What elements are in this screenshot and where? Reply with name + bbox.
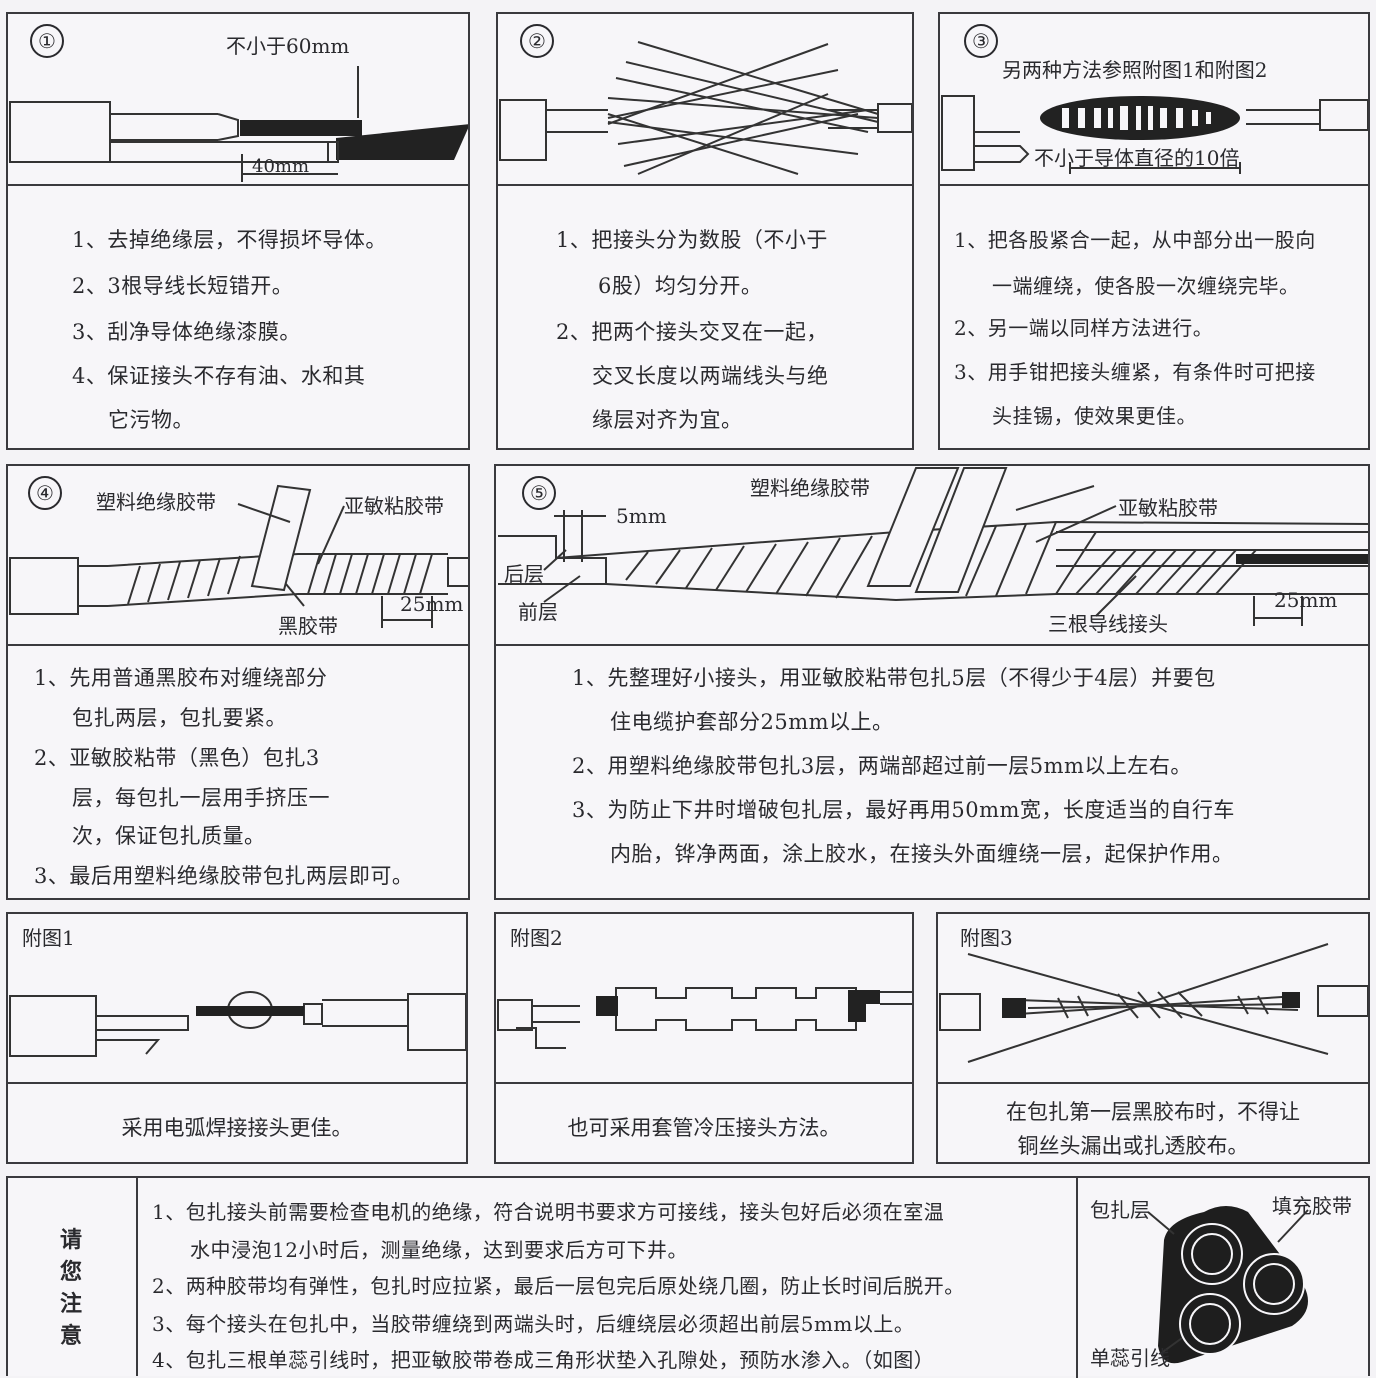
- notes-panel: 请 您 注 意 1、包扎接头前需要检查电机的绝缘，符合说明书要求方可接线，接头包…: [6, 1176, 1372, 1378]
- yamin-tape-label: 亚敏粘胶带: [344, 494, 444, 518]
- instruction-line: 交叉长度以两端线头与绝: [592, 364, 829, 388]
- instruction-line: 1、把接头分为数股（不小于: [556, 228, 828, 252]
- step-1-figure: ① 不小于60mm 40mm: [8, 14, 468, 186]
- instruction-line: 3、用手钳把接头缠紧，有条件时可把接: [954, 360, 1316, 384]
- instruction-line: 1、先用普通黑胶布对缠绕部分: [34, 666, 328, 690]
- sleeve-crimp-drawing: [497, 987, 912, 1049]
- step-3-figure: ③ 另两种方法参照附图1和附图2 不小于导体直径的10倍: [940, 14, 1368, 186]
- figure-caption-line: 铜丝头漏出或扎透胶布。: [1017, 1134, 1249, 1158]
- stagger-length-label: 40mm: [252, 156, 310, 177]
- step-number-badge: ④: [28, 476, 62, 510]
- instruction-line: 层，每包扎一层用手挤压一: [72, 786, 330, 810]
- back-layer-label: 后层: [504, 562, 544, 586]
- plastic-tape-label: 塑料绝缘胶带: [750, 476, 870, 500]
- instruction-line: 1、把各股紧合一起，从中部分出一股向: [954, 228, 1316, 252]
- step-1-instructions: 1、去掉绝缘层，不得损坏导体。 2、3根导线长短错开。 3、刮净导体绝缘漆膜。 …: [8, 186, 468, 448]
- instruction-line: 内胎，铧净两面，涂上胶水，在接头外面缠绕一层，起保护作用。: [610, 842, 1234, 866]
- reference-note-label: 另两种方法参照附图1和附图2: [1002, 58, 1268, 82]
- instruction-line: 2、亚敏胶粘带（黑色）包扎3: [34, 746, 320, 770]
- sheath-overlap-label: 25mm: [1274, 588, 1338, 612]
- instruction-line: 缘层对齐为宜。: [592, 408, 743, 432]
- note-item: 3、每个接头在包扎中，当胶带缠绕到两端头时，后缠绕层必须超出前层5mm以上。: [152, 1312, 915, 1336]
- instruction-line: 4、保证接头不存有油、水和其: [72, 364, 366, 388]
- appendix-3-drawing-area: 附图3: [938, 914, 1368, 1084]
- layered-wrapping-drawing: [498, 467, 1368, 626]
- step-4-figure: ④ 塑料绝缘胶带 亚敏粘胶带 黑胶带 25mm: [8, 466, 468, 646]
- step-5-figure: ⑤ 塑料绝缘胶带 亚敏粘胶带 5mm 后层 前层 三根导线接头 25mm: [496, 466, 1368, 646]
- note-item: 1、包扎接头前需要检查电机的绝缘，符合说明书要求方可接线，接头包好后必须在室温: [152, 1200, 945, 1224]
- figure-title: 附图3: [960, 926, 1013, 950]
- note-item: 2、两种胶带均有弹性，包扎时应拉紧，最后一层包完后原处绕几圈，防止长时间后脱开。: [152, 1274, 965, 1298]
- figure-caption-line: 在包扎第一层黑胶布时，不得让: [1006, 1100, 1300, 1124]
- step-3-instructions: 1、把各股紧合一起，从中部分出一股向 一端缠绕，使各股一次缠绕完毕。 2、另一端…: [940, 186, 1368, 448]
- instruction-line: 6股）均匀分开。: [598, 274, 763, 298]
- tape-wrapping-drawing: [9, 484, 468, 628]
- instruction-line: 1、先整理好小接头，用亚敏胶粘带包扎5层（不得少于4层）并要包: [572, 666, 1216, 690]
- step-number-badge: ①: [30, 24, 64, 58]
- instruction-line: 3、为防止下井时增破包扎层，最好再用50mm宽，长度适当的自行车: [572, 798, 1235, 822]
- filler-tape-label: 填充胶带: [1272, 1194, 1352, 1218]
- instruction-line: 3、刮净导体绝缘漆膜。: [72, 320, 301, 344]
- figure-caption: 采用电弧焊接接头更佳。: [121, 1116, 353, 1140]
- step-number-badge: ②: [520, 24, 554, 58]
- overlap-5mm-label: 5mm: [616, 504, 667, 528]
- step-number-badge: ⑤: [522, 476, 556, 510]
- panel-step-3: ③ 另两种方法参照附图1和附图2 不小于导体直径的10倍 1、把各股紧合一起，从…: [938, 12, 1370, 450]
- note-item: 水中浸泡12小时后，测量绝缘，达到要求后方可下井。: [190, 1238, 688, 1262]
- figure-title: 附图2: [510, 926, 563, 950]
- panel-step-2: ② 1、把接头分为数股（不小于 6股）均匀分开。 2、把两个接头交叉在一起， 交…: [496, 12, 914, 450]
- twist-length-label: 不小于导体直径的10倍: [1034, 146, 1240, 170]
- strand-crossing-drawing: [499, 41, 912, 175]
- instruction-line: 3、最后用塑料绝缘胶带包扎两层即可。: [34, 864, 414, 888]
- appendix-1-drawing-area: 附图1: [8, 914, 466, 1084]
- step-2-figure: ②: [498, 14, 912, 186]
- note-item: 4、包扎三根单蕊引线时，把亚敏胶带卷成三角形状垫入孔隙处，预防水渗入。（如图）: [152, 1348, 935, 1372]
- figure-caption: 也可采用套管冷压接头方法。: [567, 1116, 841, 1140]
- single-core-lead-label: 单蕊引线: [1090, 1346, 1170, 1370]
- step-4-instructions: 1、先用普通黑胶布对缠绕部分 包扎两层，包扎要紧。 2、亚敏胶粘带（黑色）包扎3…: [8, 646, 468, 898]
- appendix-figure-2: 附图2 也可采用套管冷压接头方法。: [494, 912, 914, 1164]
- front-layer-label: 前层: [518, 600, 558, 624]
- notes-heading-char: 您: [60, 1259, 83, 1285]
- panel-step-1: ① 不小于60mm 40mm 1、去掉绝缘层，不得损坏导体。 2、3根导线长短错…: [6, 12, 470, 450]
- figure-title: 附图1: [22, 926, 75, 950]
- step-5-instructions: 1、先整理好小接头，用亚敏胶粘带包扎5层（不得少于4层）并要包 住电缆护套部分2…: [496, 646, 1368, 898]
- black-tape-label: 黑胶带: [278, 614, 338, 638]
- arc-weld-drawing: [9, 991, 466, 1057]
- notes-heading-char: 注: [60, 1291, 83, 1317]
- appendix-2-drawing-area: 附图2: [496, 914, 912, 1084]
- cable-cross-section: 包扎层 填充胶带 单蕊引线: [1076, 1178, 1372, 1378]
- instruction-line: 2、另一端以同样方法进行。: [954, 316, 1214, 340]
- notes-heading-char: 请: [60, 1227, 83, 1253]
- overlap-length-label: 25mm: [400, 592, 464, 616]
- appendix-figure-3: 附图3 在包扎第一层黑胶布时，不得让 铜丝头漏出或扎透胶布。: [936, 912, 1370, 1164]
- appendix-figure-1: 附图1 采用电弧焊接接头更佳。: [6, 912, 468, 1164]
- tin-joint-drawing: [939, 943, 1368, 1063]
- instruction-line: 2、用塑料绝缘胶带包扎3层，两端部超过前一层5mm以上左右。: [572, 754, 1192, 778]
- panel-step-5: ⑤ 塑料绝缘胶带 亚敏粘胶带 5mm 后层 前层 三根导线接头 25mm 1、先…: [494, 464, 1370, 900]
- instruction-line: 2、把两个接头交叉在一起，: [556, 320, 828, 344]
- min-length-label: 不小于60mm: [226, 34, 350, 58]
- three-core-section-drawing: [1147, 1206, 1309, 1364]
- instruction-line: 头挂锡，使效果更佳。: [992, 404, 1197, 428]
- panel-step-4: ④ 塑料绝缘胶带 亚敏粘胶带 黑胶带 25mm 1、先用普通黑胶布对缠绕部分 包…: [6, 464, 470, 900]
- instruction-line: 一端缠绕，使各股一次缠绕完毕。: [992, 274, 1300, 298]
- instruction-line: 2、3根导线长短错开。: [72, 274, 294, 298]
- plastic-tape-label: 塑料绝缘胶带: [96, 490, 216, 514]
- wire-stripping-drawing: [9, 66, 468, 182]
- instruction-line: 次，保证包扎质量。: [72, 824, 266, 848]
- instruction-line: 包扎两层，包扎要紧。: [72, 706, 287, 730]
- step-2-instructions: 1、把接头分为数股（不小于 6股）均匀分开。 2、把两个接头交叉在一起， 交叉长…: [498, 186, 912, 448]
- wrap-layer-label: 包扎层: [1090, 1198, 1150, 1222]
- instruction-line: 1、去掉绝缘层，不得损坏导体。: [72, 228, 387, 252]
- notes-heading: 请 您 注 意: [8, 1178, 138, 1376]
- yamin-tape-label: 亚敏粘胶带: [1118, 496, 1218, 520]
- twisted-joint-drawing: [941, 95, 1368, 174]
- three-wire-joint-label: 三根导线接头: [1048, 612, 1168, 636]
- instruction-line: 住电缆护套部分25mm以上。: [610, 710, 894, 734]
- notes-heading-char: 意: [60, 1323, 83, 1349]
- step-number-badge: ③: [964, 24, 998, 58]
- instruction-line: 它污物。: [108, 408, 194, 432]
